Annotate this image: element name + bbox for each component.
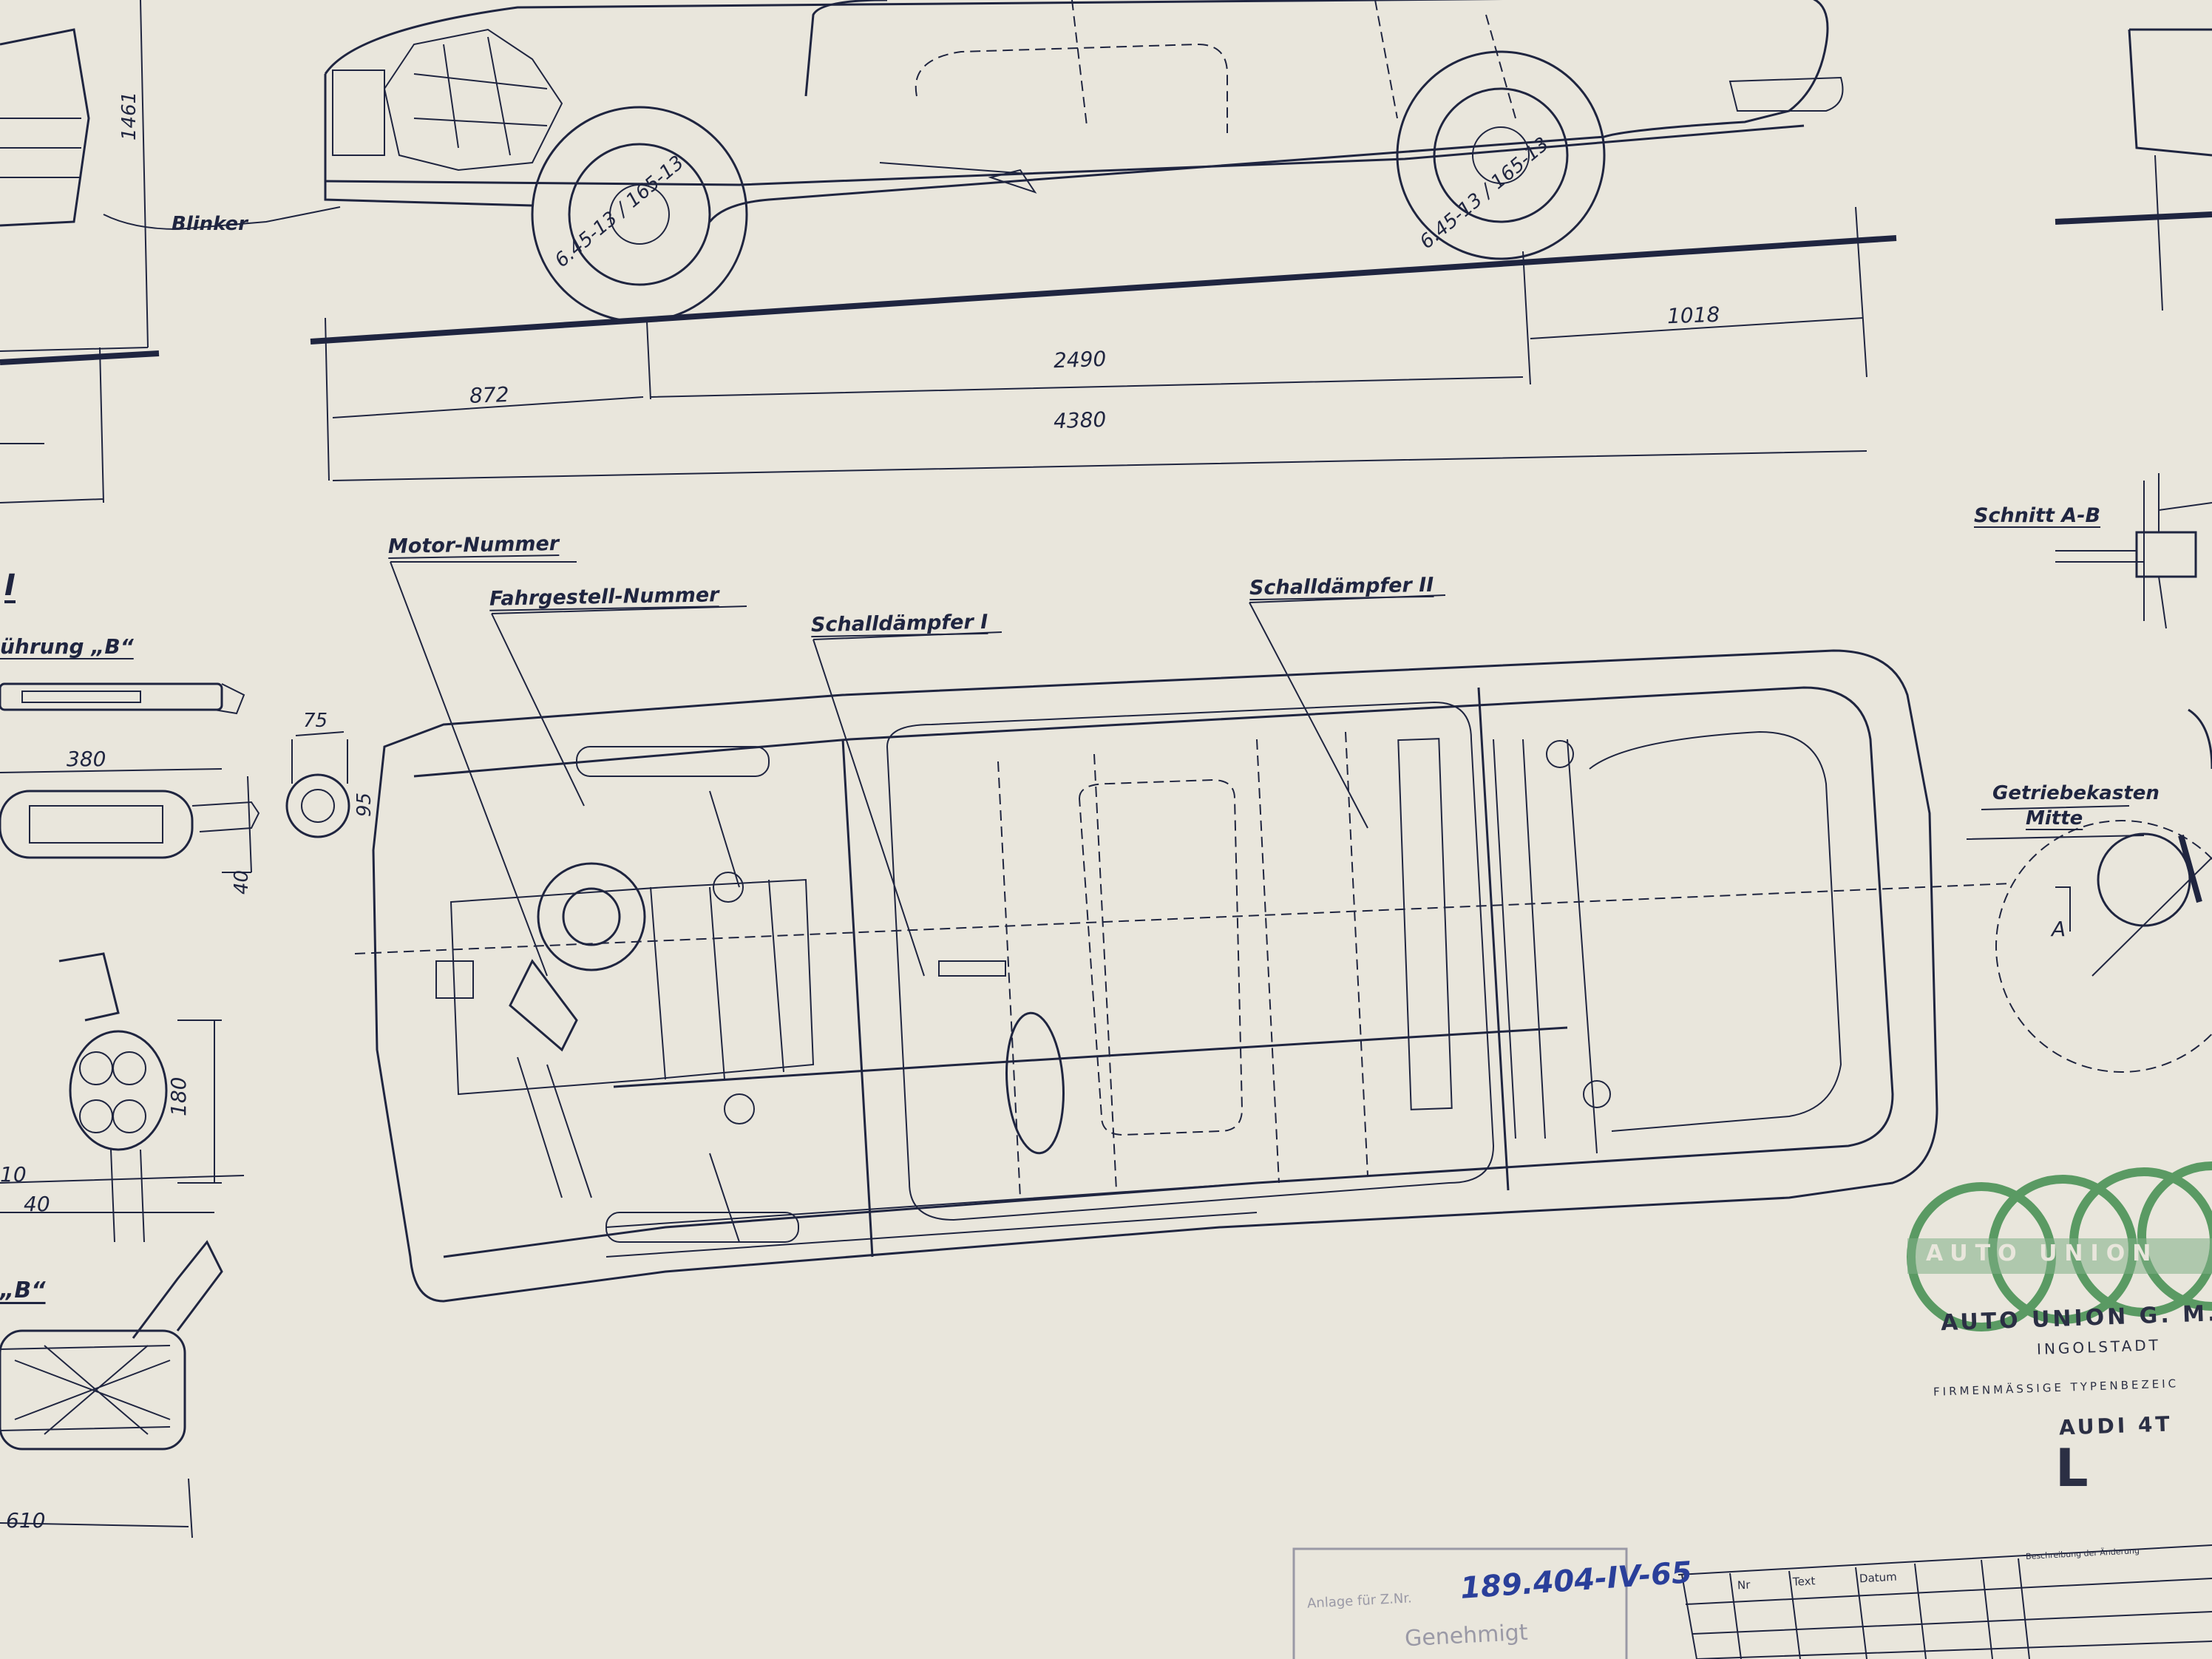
- label-motor-number: Motor-Nummer: [387, 532, 560, 559]
- dimension-40-vertical: 40: [231, 869, 253, 895]
- revision-header-text: Text: [1792, 1574, 1816, 1589]
- label-leaders: [390, 561, 1446, 977]
- label-muffler-2: Schalldämpfer II: [1249, 573, 1434, 600]
- right-details: [1966, 473, 2212, 1073]
- side-view: [0, 0, 2212, 503]
- label-fuehrung-b: ührung „B“: [0, 634, 134, 659]
- dimension-rear-overhang: 1018: [1666, 302, 1720, 329]
- dimension-height: 1461: [118, 91, 140, 140]
- model-name: AUDI 4T: [2058, 1411, 2174, 1440]
- label-point-a: A: [2052, 917, 2066, 941]
- left-details: [0, 682, 350, 1538]
- label-gearbox-center: Mitte: [2026, 807, 2083, 830]
- dimension-380: 380: [67, 747, 106, 771]
- dimension-180: 180: [166, 1076, 191, 1116]
- revision-header-no: Nr: [1737, 1578, 1751, 1592]
- logo-text: AUTO UNION: [1926, 1241, 2159, 1266]
- auto-union-rings-logo: [1907, 1161, 2212, 1331]
- dimension-wheelbase: 2490: [1053, 346, 1107, 373]
- label-detail-b: „B“: [0, 1278, 46, 1303]
- plan-view: [354, 649, 2012, 1303]
- revision-header-date: Datum: [1859, 1570, 1898, 1586]
- label-roman-one: I: [4, 569, 16, 603]
- dimension-front-overhang: 872: [469, 382, 510, 408]
- revision-table: [1677, 1544, 2212, 1659]
- dimension-610: 610: [6, 1508, 46, 1533]
- label-section-a-b: Schnitt A-B: [1974, 504, 2101, 527]
- approval-stamp: [1292, 1547, 1628, 1659]
- dimension-40: 40: [24, 1192, 50, 1216]
- dimension-length: 4380: [1053, 407, 1107, 434]
- label-chassis-number: Fahrgestell-Nummer: [489, 583, 719, 611]
- label-blinker: Blinker: [172, 213, 248, 235]
- label-gearbox: Getriebekasten: [1992, 782, 2160, 804]
- dimension-75: 75: [303, 710, 328, 732]
- label-muffler-1: Schalldämpfer I: [810, 610, 988, 637]
- dimension-10: 10: [0, 1162, 27, 1187]
- model-variant: L: [2055, 1438, 2089, 1499]
- dimension-95: 95: [353, 792, 376, 817]
